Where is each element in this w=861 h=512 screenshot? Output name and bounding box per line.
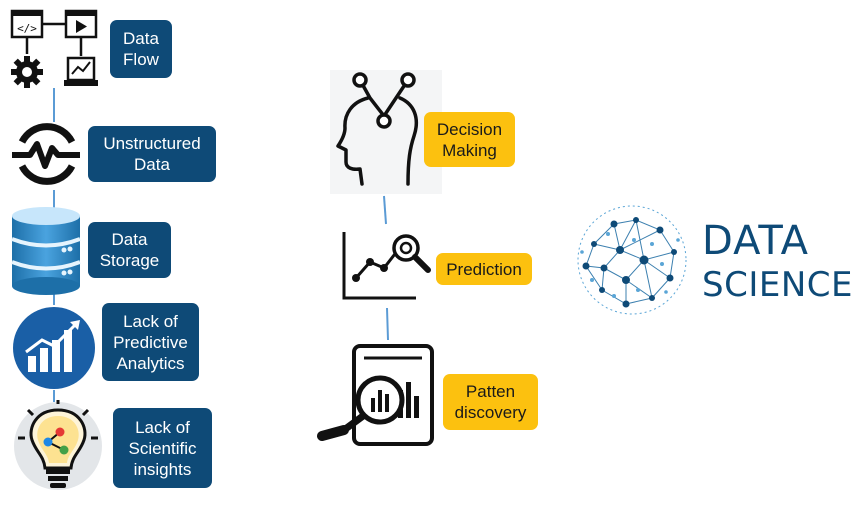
document-magnifier-icon bbox=[317, 344, 434, 446]
decision-making-label: Decision Making bbox=[424, 112, 515, 167]
logo-word-science: SCIENCE bbox=[702, 265, 853, 305]
data-flow-label: Data Flow bbox=[110, 20, 172, 78]
unstructured-data-label: Unstructured Data bbox=[88, 126, 216, 182]
bar-chart-growth-icon bbox=[13, 307, 95, 389]
signal-ring-icon bbox=[12, 123, 80, 185]
chart-magnifier-icon bbox=[342, 232, 431, 300]
svg-text:</>: </> bbox=[17, 22, 37, 35]
database-icon bbox=[11, 207, 81, 295]
network-sphere-icon bbox=[577, 205, 687, 315]
lightbulb-icon bbox=[14, 400, 102, 490]
head-network-icon bbox=[330, 70, 442, 194]
prediction-label: Prediction bbox=[436, 253, 532, 285]
scientific-insights-label: Lack of Scientific insights bbox=[113, 408, 212, 488]
pattern-discovery-label: Patten discovery bbox=[443, 374, 538, 430]
predictive-analytics-label: Lack of Predictive Analytics bbox=[102, 303, 199, 381]
data-storage-label: Data Storage bbox=[88, 222, 171, 278]
data-flow-icon: </> bbox=[10, 9, 98, 88]
logo-word-data: DATA bbox=[702, 218, 810, 264]
